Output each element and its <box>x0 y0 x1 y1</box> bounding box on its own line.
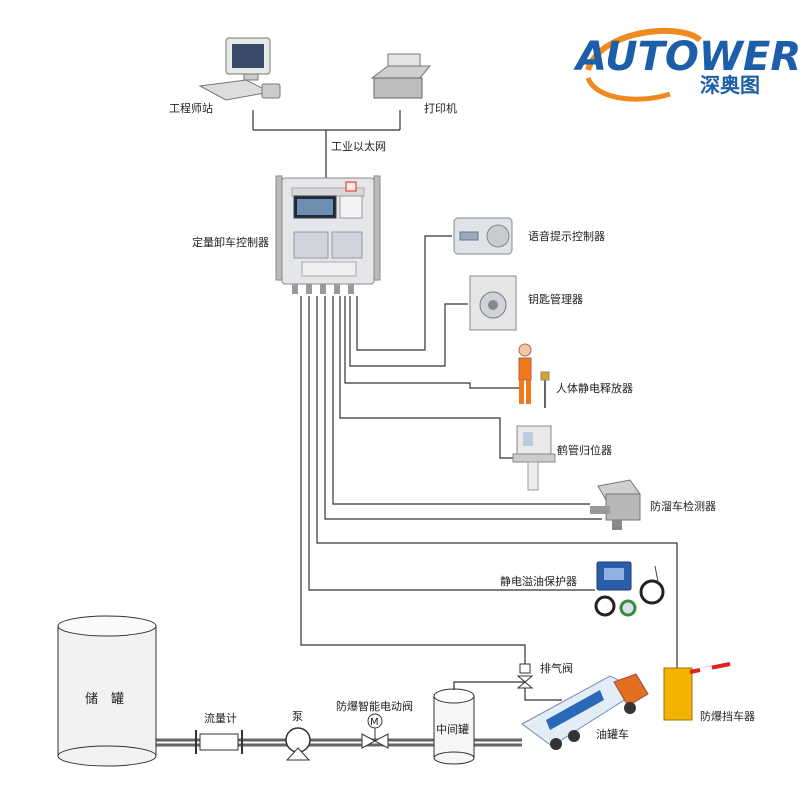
arm-return-icon <box>512 425 556 491</box>
logo-brand-text: AUTOWER <box>573 34 800 80</box>
motor-valve-icon: M <box>361 713 389 749</box>
valve-label: 防爆智能电动阀 <box>336 699 413 713</box>
mid-tank-icon <box>433 688 475 765</box>
controller-wires <box>300 235 678 668</box>
printer-label: 打印机 <box>424 101 457 115</box>
vent-valve-label: 排气阀 <box>540 661 573 675</box>
slip-detector-icon <box>590 479 641 530</box>
engineer-station-label: 工程师站 <box>169 101 213 115</box>
overflow-protector-icon <box>594 561 665 617</box>
flowmeter-label: 流量计 <box>204 711 237 725</box>
ethernet-lines <box>252 110 401 178</box>
overflow-label: 静电溢油保护器 <box>500 574 577 588</box>
printer-icon <box>370 53 432 99</box>
autower-logo: AUTOWER 深奥图 <box>573 27 800 102</box>
controller-label: 定量卸车控制器 <box>192 235 269 249</box>
barrier-gate-icon <box>663 662 731 721</box>
logo-swoosh-top <box>585 27 703 72</box>
tanker-label: 油罐车 <box>596 727 629 741</box>
pump-icon <box>285 727 311 761</box>
computer-icon <box>198 37 281 101</box>
controller-box-icon <box>275 175 381 294</box>
voice-label: 语音提示控制器 <box>528 229 605 243</box>
mid-tank-label: 中间罐 <box>436 723 469 736</box>
speaker-box-icon <box>453 217 513 255</box>
logo-cn-text: 深奥图 <box>700 73 760 97</box>
valve-motor-symbol: M <box>370 717 379 728</box>
tanker-truck-icon <box>521 673 649 750</box>
arm-return-label: 鹤管归位器 <box>557 443 612 457</box>
key-manager-label: 钥匙管理器 <box>528 292 583 306</box>
logo-swoosh-bottom <box>585 76 671 102</box>
slip-detect-label: 防溜车检测器 <box>650 499 716 513</box>
worker-icon <box>518 343 550 408</box>
barrier-label: 防爆挡车器 <box>700 709 755 723</box>
key-cabinet-icon <box>469 275 517 331</box>
tank-icon <box>57 615 157 767</box>
ethernet-label: 工业以太网 <box>331 140 386 153</box>
pump-label: 泵 <box>292 710 303 723</box>
flowmeter-icon <box>195 730 243 754</box>
vent-valve-icon <box>453 663 562 701</box>
static-release-label: 人体静电释放器 <box>556 381 633 395</box>
storage-tank-label: 储 罐 <box>85 692 124 707</box>
